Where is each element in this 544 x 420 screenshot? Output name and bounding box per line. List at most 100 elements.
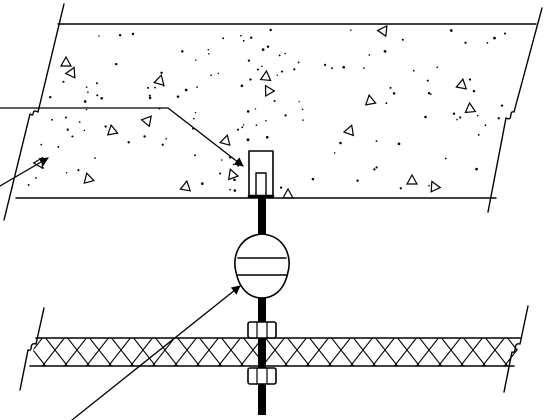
aggregate-dot <box>193 117 195 120</box>
aggregate-stone <box>455 77 468 90</box>
aggregate-dot <box>27 183 30 186</box>
aggregate-dot <box>456 118 458 121</box>
aggregate-dot <box>265 135 269 139</box>
aggregate-dot <box>273 99 276 103</box>
aggregate-dot <box>397 142 401 146</box>
aggregate-dot <box>154 86 157 89</box>
insert-body <box>248 150 274 198</box>
aggregate-dot <box>472 89 476 93</box>
aggregate-dot <box>165 137 168 140</box>
aggregate-dot <box>475 167 478 171</box>
board-left-break-line <box>19 307 45 391</box>
aggregate-dot <box>78 121 81 123</box>
aggregate-dot <box>486 42 489 44</box>
aggregate-dot <box>85 108 88 111</box>
aggregate-stone <box>179 179 192 192</box>
leader-lines <box>0 107 244 420</box>
aggregate-dot <box>195 59 197 61</box>
slab-right-break-line <box>487 7 543 213</box>
aggregate-dot <box>246 110 250 113</box>
aggregate-dot <box>104 125 107 128</box>
aggregate-dot <box>265 119 267 122</box>
aggregate-dot <box>194 111 197 114</box>
aggregate-dot <box>85 86 88 88</box>
aggregate-dot <box>236 128 240 131</box>
aggregate-dot <box>148 94 151 97</box>
aggregate-stone <box>364 93 377 106</box>
aggregate-dot <box>229 188 231 191</box>
embedded-insert <box>247 150 275 198</box>
aggregate-dot <box>208 53 210 55</box>
rod-body <box>258 198 266 415</box>
aggregate-dot <box>356 179 359 182</box>
aggregate-stone <box>264 84 276 97</box>
aggregate-dot <box>51 118 54 121</box>
aggregate-dot <box>261 48 265 51</box>
aggregate-dot <box>278 54 281 57</box>
hex-nut-lower <box>247 367 277 385</box>
aggregate-dot <box>148 96 152 100</box>
aggregate-stone <box>405 173 419 185</box>
aggregate-dot <box>207 49 210 51</box>
aggregate-dot <box>266 45 270 48</box>
spring-hanger <box>234 233 290 299</box>
aggregate-dot <box>66 128 69 131</box>
aggregate-dot <box>350 29 352 31</box>
aggregate-dot <box>468 78 472 81</box>
aggregate-dot <box>115 62 118 66</box>
aggregate-dot <box>375 140 378 142</box>
aggregate-dot <box>160 71 163 75</box>
aggregate-stone <box>140 115 153 128</box>
aggregate-dot <box>181 50 184 53</box>
aggregate-dot <box>293 68 296 71</box>
hex-nut-upper <box>247 321 277 339</box>
aggregate-dot <box>240 34 242 37</box>
aggregate-dot <box>302 119 304 121</box>
aggregate-dot <box>127 141 130 144</box>
aggregate-dot <box>233 189 237 192</box>
aggregate-dot <box>255 124 258 126</box>
aggregate-dot <box>71 135 74 138</box>
aggregate-dot <box>401 38 404 41</box>
aggregate-dot <box>194 154 196 157</box>
aggregate-dot <box>279 186 283 189</box>
aggregate-dot <box>284 114 287 117</box>
aggregate-dot <box>333 152 336 154</box>
aggregate-stone <box>342 124 355 137</box>
aggregate-dot <box>484 124 487 127</box>
aggregate-dot <box>428 184 430 187</box>
aggregate-stone <box>376 24 388 38</box>
aggregate-dot <box>57 145 60 148</box>
aggregate-dot <box>131 32 135 36</box>
aggregate-stone <box>227 168 240 181</box>
aggregate-dot <box>368 54 371 56</box>
aggregate-dot <box>392 92 396 95</box>
aggregate-dot <box>424 115 427 119</box>
aggregate-dot <box>249 78 252 81</box>
aggregate-dot <box>64 116 67 119</box>
aggregate-dot <box>477 133 480 136</box>
aggregate-dot <box>284 52 286 55</box>
aggregate-dot <box>429 93 432 95</box>
aggregate-dot <box>254 108 257 110</box>
aggregate-dot <box>162 84 165 87</box>
aggregate-dot <box>100 96 104 100</box>
aggregate-stone <box>106 123 119 136</box>
aggregate-dot <box>41 166 44 169</box>
aggregate-stone <box>218 133 231 147</box>
aggregate-dot <box>242 39 245 42</box>
aggregate-dot <box>220 159 223 161</box>
aggregate-dot <box>311 177 315 181</box>
aggregate-dot <box>399 187 402 190</box>
aggregate-stone <box>59 55 73 67</box>
aggregate-dot <box>118 33 122 37</box>
aggregate-dot <box>222 37 225 40</box>
aggregate-dot <box>476 114 479 117</box>
aggregate-dot <box>176 95 180 98</box>
aggregate-dot <box>242 124 245 126</box>
board-hatching <box>30 338 520 366</box>
aggregate-dot <box>83 100 87 103</box>
leader-to-insert <box>0 107 244 167</box>
aggregate-stone <box>430 180 442 193</box>
